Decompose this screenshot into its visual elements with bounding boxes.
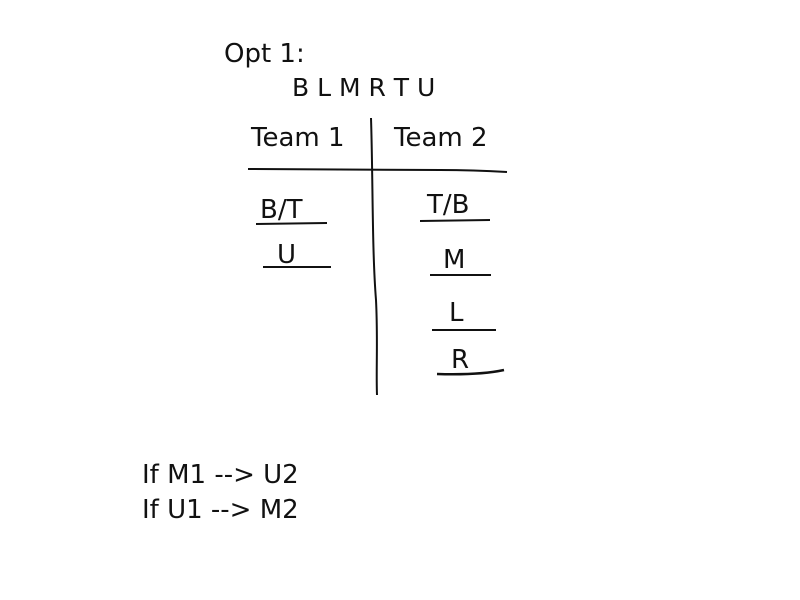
- option-title: Opt 1:: [224, 39, 305, 69]
- positions-list: B L M R T U: [292, 73, 436, 102]
- vertical-divider: [370, 117, 378, 396]
- team1-slot: B/T: [260, 195, 303, 225]
- team2-slot: M: [443, 245, 466, 275]
- team1-slot: U: [277, 240, 297, 270]
- slot-line-team1-1: [255, 222, 328, 225]
- header-underline: [247, 168, 508, 173]
- rule-line: If M1 --> U2: [142, 460, 299, 490]
- team2-header: Team 2: [394, 123, 488, 153]
- rule-line: If U1 --> M2: [142, 495, 299, 525]
- slot-line-team2-4: [436, 368, 505, 376]
- team2-slot: L: [449, 298, 464, 328]
- team2-slot: R: [451, 345, 470, 375]
- team1-header: Team 1: [251, 123, 345, 153]
- slot-line-team2-1: [419, 219, 491, 222]
- team2-slot: T/B: [427, 190, 470, 220]
